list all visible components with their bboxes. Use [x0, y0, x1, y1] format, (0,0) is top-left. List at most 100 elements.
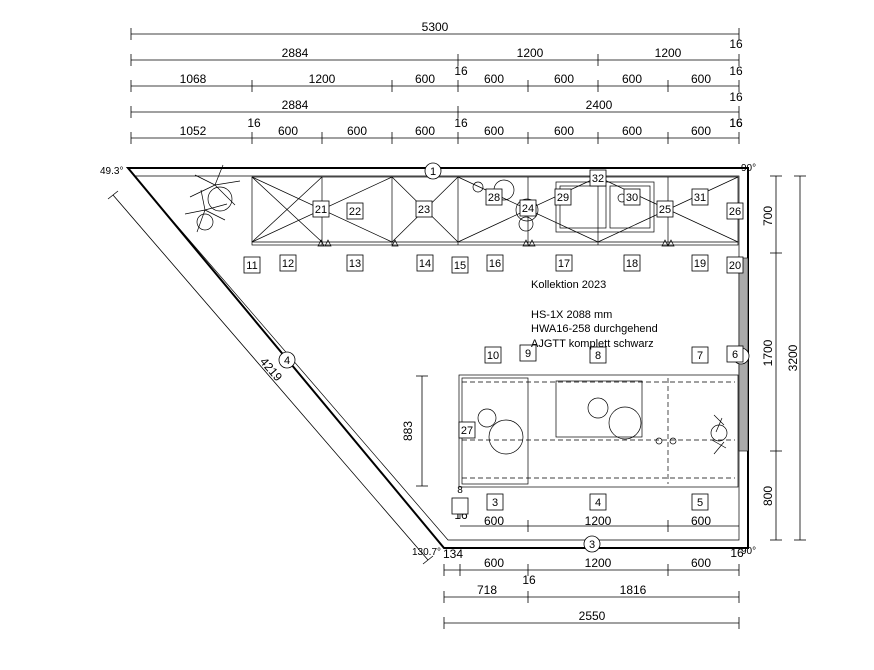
unit-label: 21 [315, 204, 327, 216]
dim-label: 600 [691, 72, 711, 86]
dim-label: 16 [729, 116, 743, 130]
unit-label: 23 [418, 204, 430, 216]
unit-label: 17 [558, 258, 570, 270]
dim-total-depth: 2550 [579, 609, 606, 623]
dim-island-depth: 883 [401, 421, 415, 441]
bottom-dimensions [443, 498, 740, 629]
dim-label: 2400 [586, 98, 613, 112]
top-dimension-labels: 5300 16 2884 1200 1200 16 1068 1200 600 … [180, 20, 743, 138]
dim-label: 134 [443, 547, 463, 561]
unit-label: 22 [349, 206, 361, 218]
dim-label: 600 [691, 124, 711, 138]
dim-label: 600 [347, 124, 367, 138]
unit-label: 7 [697, 350, 703, 362]
dim-label: 600 [691, 556, 711, 570]
dim-label: 600 [484, 72, 504, 86]
plan-notes: Kollektion 2023 HS-1X 2088 mm HWA16-258 … [531, 279, 658, 350]
unit-label: 19 [694, 258, 706, 270]
unit-label: 11 [246, 260, 257, 272]
unit-label: 16 [489, 258, 501, 270]
dim-label: 800 [761, 486, 775, 506]
dim-label: 718 [477, 583, 497, 597]
unit-label: 5 [697, 497, 703, 509]
wall-4-label: 4 [284, 355, 290, 367]
unit-label: 12 [282, 258, 294, 270]
dim-label: 600 [484, 124, 504, 138]
unit-label: 13 [349, 258, 361, 270]
top-dimension-lines [130, 28, 740, 144]
dim-label: 1200 [517, 46, 544, 60]
dim-label: 3200 [786, 344, 800, 371]
dim-label: 1200 [655, 46, 682, 60]
dim-label: 1068 [180, 72, 207, 86]
dim-label: 700 [761, 206, 775, 226]
wall-markers [278, 162, 750, 553]
dim-label: 600 [484, 514, 504, 528]
dim-label: 16 [729, 64, 743, 78]
dim-label: 600 [415, 72, 435, 86]
unit-label: 29 [557, 192, 569, 204]
wall-3-label: 3 [589, 539, 595, 551]
dim-label: 1200 [585, 514, 612, 528]
angle-label: 49.3° [100, 166, 123, 177]
dim-label: 16 [247, 116, 261, 130]
unit-label-small: 8 [457, 485, 463, 496]
unit-label: 9 [525, 348, 531, 360]
dim-label: 600 [622, 72, 642, 86]
unit-label: 32 [592, 173, 604, 185]
unit-label: 4 [595, 497, 601, 509]
unit-boxes [243, 169, 744, 515]
dim-label: 16 [454, 64, 468, 78]
unit-label: 18 [626, 258, 638, 270]
room-walls [125, 167, 749, 549]
unit-label: 24 [522, 203, 534, 215]
dim-label: 600 [554, 124, 574, 138]
angle-label: 90° [741, 163, 756, 174]
dim-label: 16 [730, 546, 744, 560]
unit-label: 28 [488, 192, 500, 204]
note-line-3: AJGTT komplett schwarz [531, 338, 654, 350]
note-line-2: HWA16-258 durchgehend [531, 323, 658, 335]
dim-label: 16 [454, 116, 468, 130]
back-counter-run [184, 164, 739, 247]
unit-label: 3 [492, 497, 498, 509]
unit-label: 14 [419, 258, 431, 270]
left-dimensions [107, 190, 434, 565]
unit-label: 31 [694, 192, 706, 204]
dim-label: 600 [691, 514, 711, 528]
unit-label: 27 [461, 425, 473, 437]
note-line-1: HS-1X 2088 mm [531, 309, 612, 321]
plant-icon [184, 164, 241, 233]
collection-note: Kollektion 2023 [531, 279, 606, 291]
dim-label: 1200 [585, 556, 612, 570]
dim-label: 16 [729, 90, 743, 104]
unit-label: 6 [732, 349, 738, 361]
unit-numbers: 3 4 5 6 7 8 9 10 11 12 13 14 15 16 17 18… [246, 173, 741, 509]
dim-label: 16 [729, 37, 743, 51]
dim-label: 600 [554, 72, 574, 86]
unit-label: 26 [729, 206, 741, 218]
wall-1-label: 1 [430, 166, 436, 178]
dim-label: 600 [415, 124, 435, 138]
right-dimensions [770, 175, 806, 541]
unit-label: 10 [487, 350, 499, 362]
unit-label: 8 [595, 350, 601, 362]
angle-label: 130.7° [412, 547, 441, 558]
unit-label: 30 [626, 192, 638, 204]
dim-label: 600 [622, 124, 642, 138]
angle-label: 90° [741, 546, 756, 557]
island-counter [458, 374, 739, 488]
unit-label: 15 [454, 260, 466, 272]
dim-label: 1052 [180, 124, 207, 138]
dim-label: 2884 [282, 46, 309, 60]
dim-label: 1200 [309, 72, 336, 86]
dim-label: 600 [484, 556, 504, 570]
unit-label: 20 [729, 260, 741, 272]
dim-label: 1700 [761, 339, 775, 366]
dim-label: 16 [729, 116, 743, 130]
dim-total-width: 5300 [422, 20, 449, 34]
dim-label: 1816 [620, 583, 647, 597]
dim-label: 16 [522, 573, 536, 587]
unit-label: 25 [659, 204, 671, 216]
